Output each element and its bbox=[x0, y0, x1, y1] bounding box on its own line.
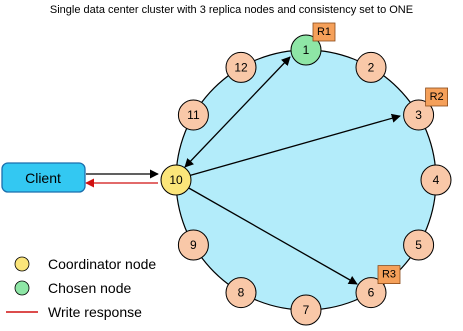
legend-chosen-label: Chosen node bbox=[48, 280, 132, 296]
replica-tag-r3: R3 bbox=[377, 265, 401, 285]
replica-tag-r2: R2 bbox=[425, 87, 449, 107]
replica-tag-r1-label: R1 bbox=[317, 26, 331, 38]
node-12: 12 bbox=[225, 51, 257, 83]
node-11: 11 bbox=[177, 99, 209, 131]
node-3: 3 bbox=[403, 99, 435, 131]
node-4-circle bbox=[420, 164, 452, 196]
node-2-circle bbox=[355, 51, 387, 83]
client-label: Client bbox=[25, 170, 61, 186]
node-6-circle bbox=[355, 277, 387, 309]
node-11-label: 11 bbox=[187, 108, 200, 122]
node-3-label: 3 bbox=[415, 108, 422, 122]
node-2-label: 2 bbox=[368, 60, 375, 74]
node-10: 10 bbox=[160, 164, 192, 196]
diagram-title: Single data center cluster with 3 replic… bbox=[49, 4, 414, 16]
node-5-circle bbox=[403, 229, 435, 261]
legend-coordinator-marker bbox=[14, 256, 30, 272]
node-12-label: 12 bbox=[234, 60, 248, 74]
legend-write-response-label: Write response bbox=[48, 304, 142, 320]
coordinator-to-r1-arrow bbox=[184, 56, 291, 168]
node-9-circle bbox=[177, 229, 209, 261]
node-10-circle bbox=[160, 164, 192, 196]
legend-chosen-marker bbox=[14, 280, 30, 296]
node-7-circle bbox=[290, 294, 322, 326]
replica-tag-r2-box bbox=[425, 87, 449, 107]
node-6-label: 6 bbox=[368, 286, 375, 300]
legend-coordinator-label: Coordinator node bbox=[48, 256, 156, 272]
node-6: 6 bbox=[355, 277, 387, 309]
node-8: 8 bbox=[225, 277, 257, 309]
replica-tag-r2-label: R2 bbox=[430, 91, 444, 103]
client-box: Client bbox=[1, 162, 86, 193]
replica-tag-r3-box bbox=[377, 265, 401, 285]
node-4-label: 4 bbox=[433, 173, 440, 187]
replica-tag-r3-label: R3 bbox=[382, 269, 396, 281]
node-2: 2 bbox=[355, 51, 387, 83]
coordinator-to-r2-arrow bbox=[187, 113, 401, 177]
node-7-label: 7 bbox=[303, 303, 310, 317]
node-1-label: 1 bbox=[303, 43, 310, 57]
legend: Coordinator node Chosen node Write respo… bbox=[6, 256, 156, 320]
node-1: 1 bbox=[290, 34, 322, 66]
node-8-circle bbox=[225, 277, 257, 309]
node-3-circle bbox=[403, 99, 435, 131]
replica-tag-r1: R1 bbox=[312, 22, 336, 42]
node-1-circle bbox=[290, 34, 322, 66]
node-9-label: 9 bbox=[190, 238, 197, 252]
node-5-label: 5 bbox=[415, 238, 422, 252]
replica-tag-r1-box bbox=[312, 22, 336, 42]
node-5: 5 bbox=[403, 229, 435, 261]
node-12-circle bbox=[225, 51, 257, 83]
coordinator-to-r3-arrow bbox=[186, 186, 358, 285]
node-10-label: 10 bbox=[169, 173, 183, 187]
node-4: 4 bbox=[420, 164, 452, 196]
node-7: 7 bbox=[290, 294, 322, 326]
node-9: 9 bbox=[177, 229, 209, 261]
node-8-label: 8 bbox=[238, 286, 245, 300]
node-11-circle bbox=[177, 99, 209, 131]
